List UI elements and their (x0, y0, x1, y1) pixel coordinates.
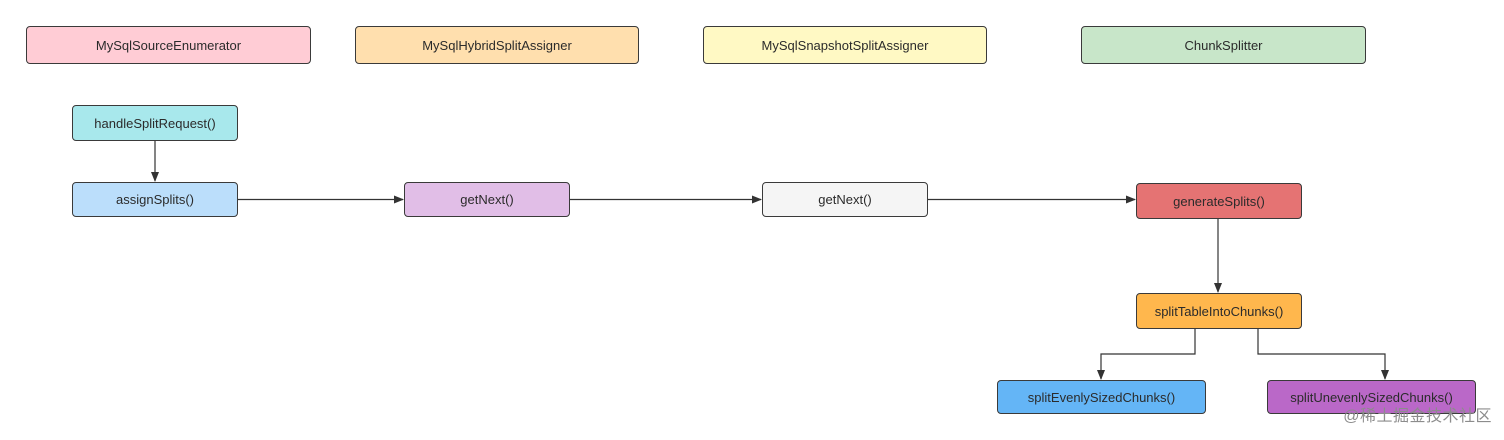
lane-chunk-splitter: ChunkSplitter (1081, 26, 1366, 64)
node-split-unevenly-sized-chunks: splitUnevenlySizedChunks() (1267, 380, 1476, 414)
watermark: @稀土掘金技术社区 (1343, 408, 1492, 425)
node-label: splitEvenlySizedChunks() (1027, 389, 1176, 405)
lane-mysql-snapshot-split-assigner: MySqlSnapshotSplitAssigner (703, 26, 987, 64)
node-split-evenly-sized-chunks: splitEvenlySizedChunks() (997, 380, 1206, 414)
node-label: generateSplits() (1173, 193, 1265, 209)
node-label: getNext() (818, 192, 872, 207)
node-label: assignSplits() (115, 192, 195, 207)
node-generate-splits: generateSplits() (1136, 183, 1302, 219)
lane-mysql-hybrid-split-assigner: MySqlHybridSplitAssigner (355, 26, 639, 64)
lane-label: MySqlSnapshotSplitAssigner (761, 37, 929, 53)
edge-split-table-to-unevenly (1257, 329, 1389, 380)
lane-label: ChunkSplitter (1184, 37, 1263, 53)
node-label: splitUnevenlySizedChunks() (1290, 389, 1453, 405)
node-get-next-snapshot: getNext() (762, 182, 928, 217)
node-label: getNext() (460, 192, 514, 207)
lane-label: MySqlSourceEnumerator (95, 37, 242, 53)
lane-label: MySqlHybridSplitAssigner (422, 37, 572, 53)
node-handle-split-request: handleSplitRequest() (72, 105, 238, 141)
node-label: splitTableIntoChunks() (1154, 303, 1284, 319)
lane-mysql-source-enumerator: MySqlSourceEnumerator (26, 26, 311, 64)
node-split-table-into-chunks: splitTableIntoChunks() (1136, 293, 1302, 329)
node-assign-splits: assignSplits() (72, 182, 238, 217)
node-get-next-hybrid: getNext() (404, 182, 570, 217)
edge-split-table-to-evenly (1097, 329, 1196, 380)
node-label: handleSplitRequest() (94, 115, 216, 131)
